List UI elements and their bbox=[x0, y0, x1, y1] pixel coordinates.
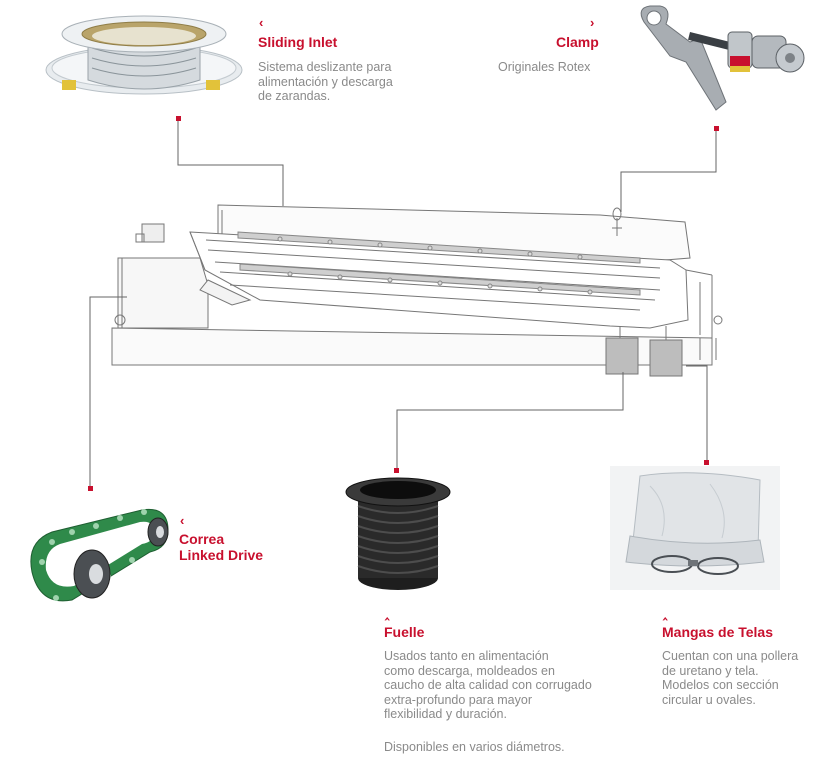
mangas-desc: Cuentan con una pollera de uretano y tel… bbox=[662, 649, 799, 707]
fuelle-desc: Usados tanto en alimentación como descar… bbox=[384, 649, 592, 721]
sliding-inlet-image bbox=[45, 15, 243, 95]
correa-title: Correa Linked Drive bbox=[179, 531, 264, 563]
fuelle-chevron: ‸ bbox=[385, 605, 390, 620]
bellows-image bbox=[345, 477, 451, 590]
clamp-desc: Originales Rotex bbox=[498, 60, 591, 74]
fuelle-title: Fuelle bbox=[384, 624, 425, 640]
fuelle-desc-2: Disponibles en varios diámetros. bbox=[384, 740, 565, 754]
sliding-inlet-chevron: ‹ bbox=[259, 15, 264, 30]
fabric-sleeve-image bbox=[610, 466, 780, 590]
clamp-title: Clamp bbox=[556, 34, 599, 50]
clamp-image bbox=[640, 5, 805, 111]
mangas-chevron: ‸ bbox=[663, 605, 668, 620]
sliding-inlet-desc: Sistema deslizante para alimentación y d… bbox=[258, 60, 393, 103]
sliding-inlet-title: Sliding Inlet bbox=[258, 34, 338, 50]
clamp-chevron: › bbox=[590, 15, 595, 30]
correa-chevron: ‹ bbox=[180, 513, 185, 528]
mangas-title: Mangas de Telas bbox=[662, 624, 774, 640]
linked-belt-image bbox=[30, 508, 169, 602]
